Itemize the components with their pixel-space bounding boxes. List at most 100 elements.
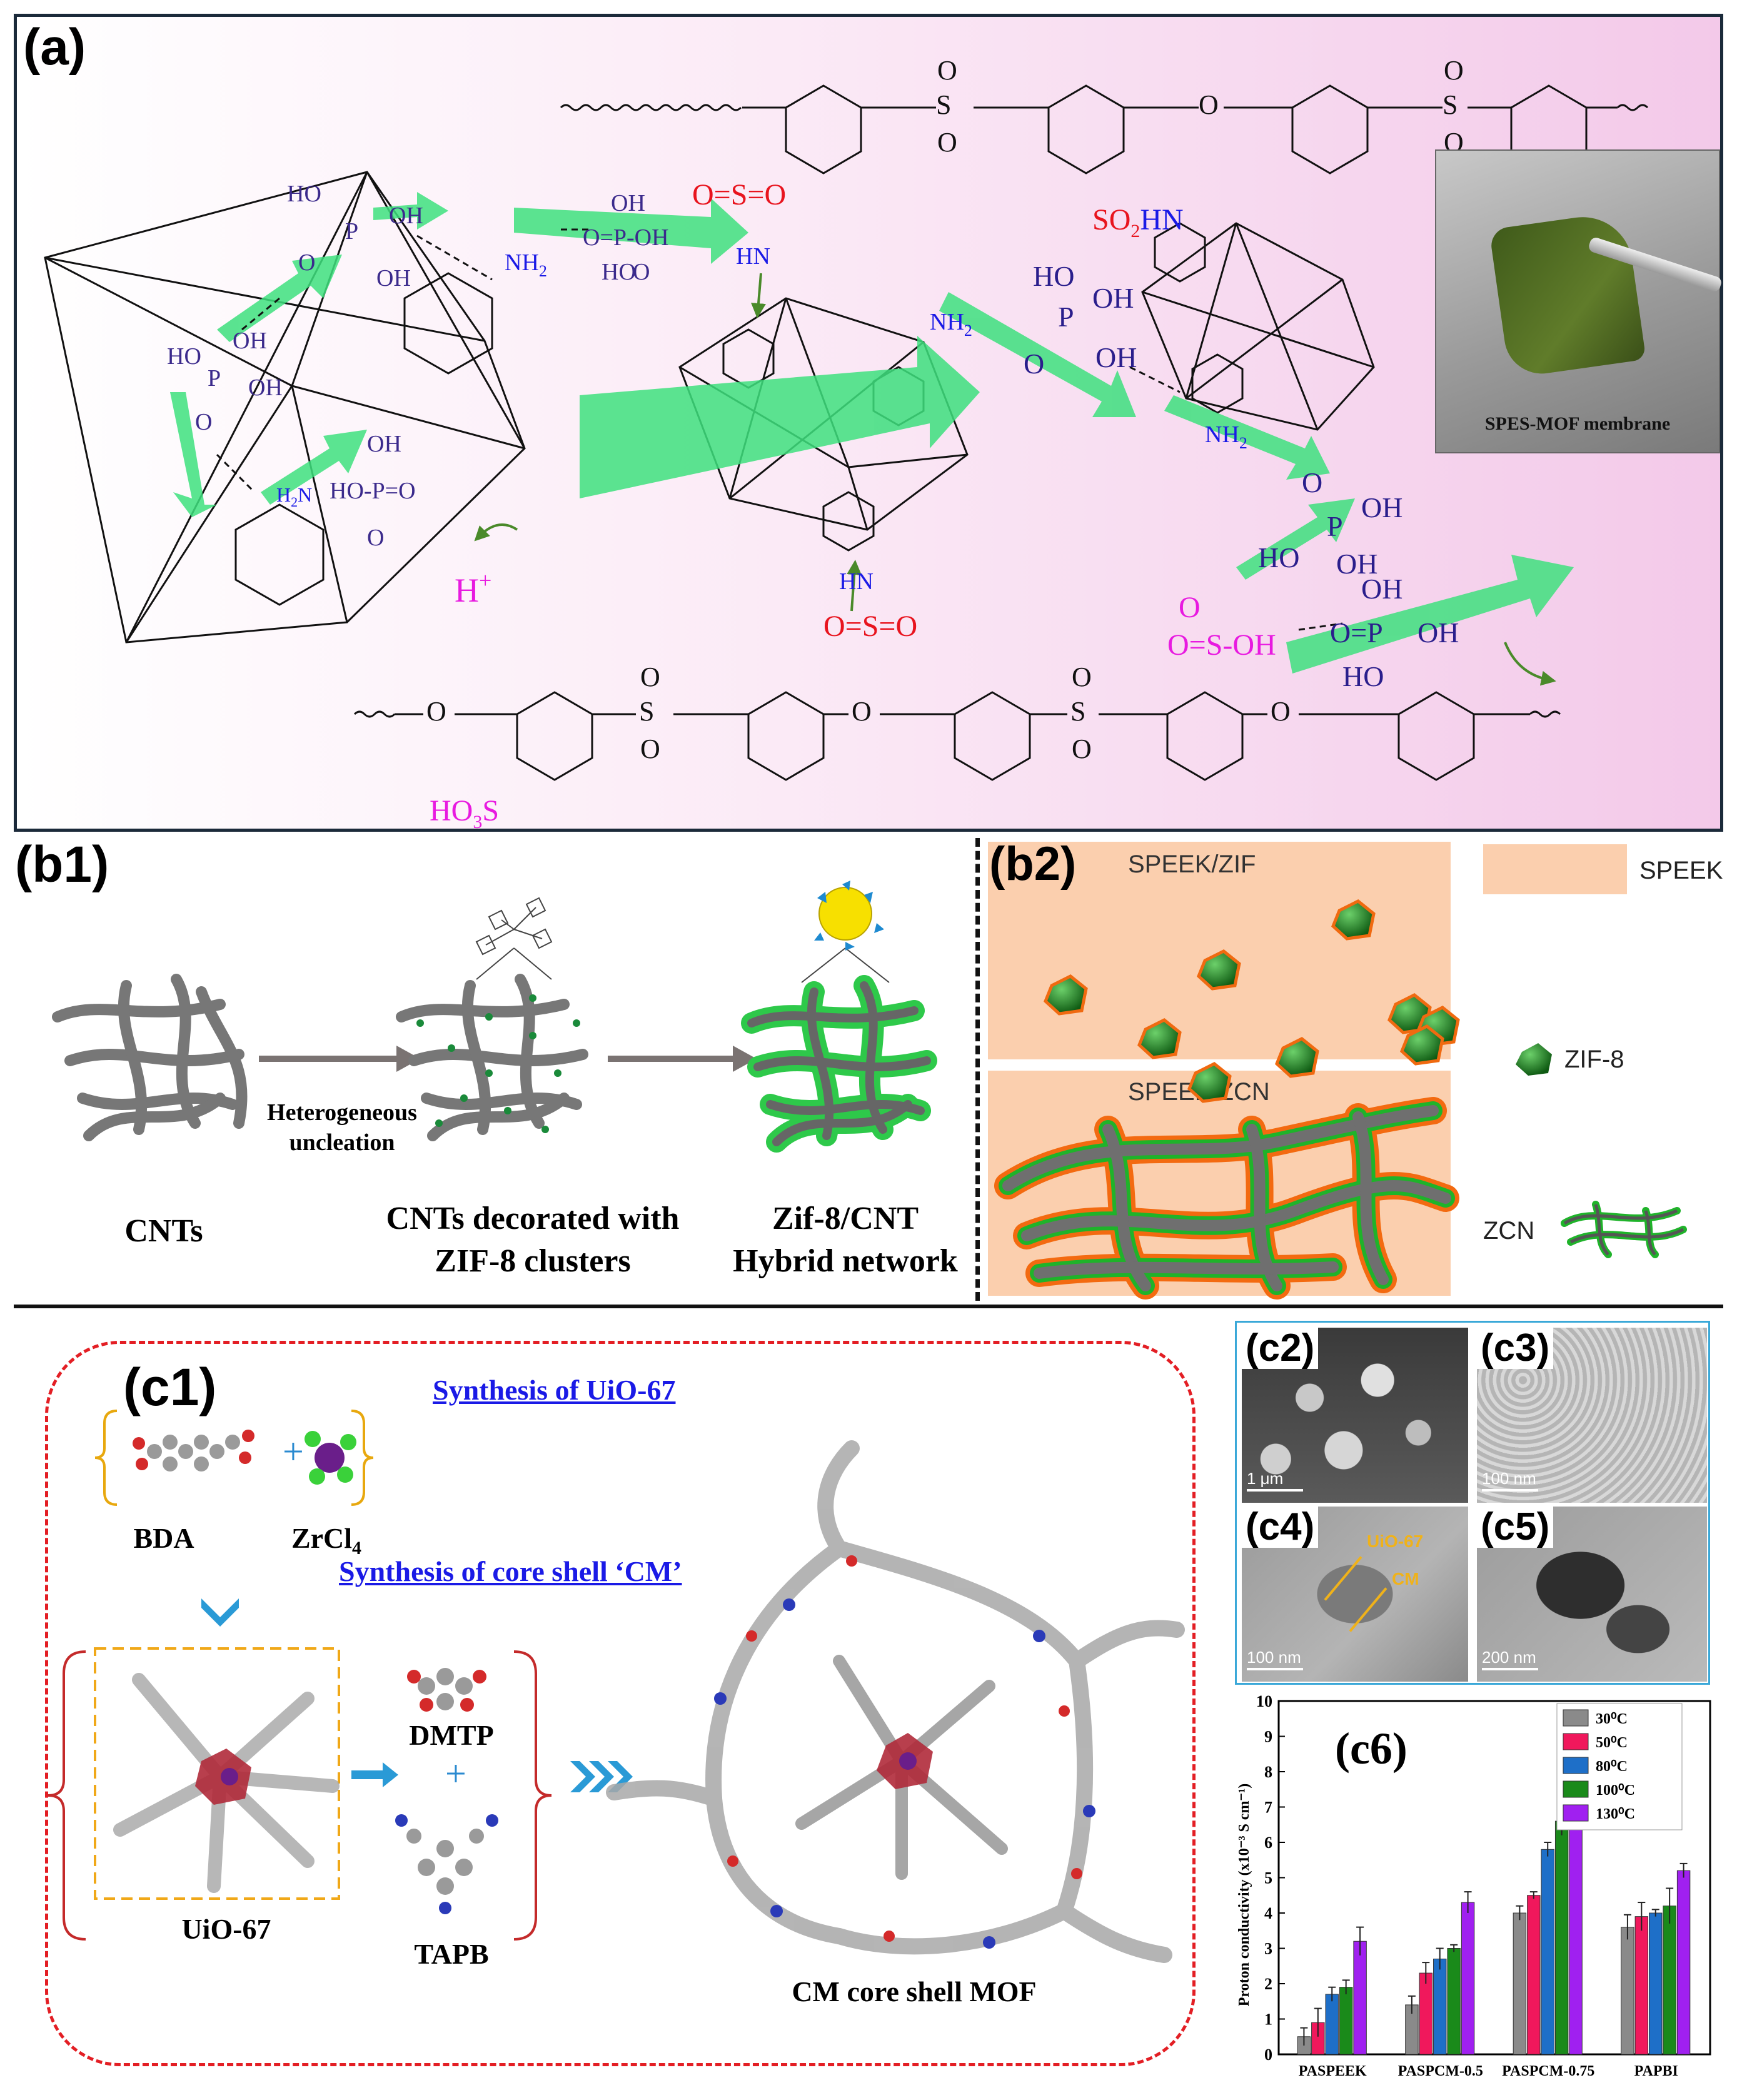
b-divider (975, 838, 980, 1301)
panel-a-scheme: HO P OH O OH HO P OH O OH OH HO-P=O O O H… (44, 55, 1649, 829)
chem-label: O (1302, 467, 1322, 498)
cnt-tangle-decorated (396, 974, 588, 1141)
chem-label: O (640, 734, 660, 764)
micro-label: (c5) (1477, 1507, 1554, 1548)
legend-speek-label: SPEEK (1639, 857, 1723, 884)
chem-label: O (426, 696, 446, 727)
chem-label: OH (1361, 492, 1402, 523)
chem-label: OH (1417, 617, 1459, 649)
micrograph-c2: (c2) 1 μm (1242, 1328, 1468, 1503)
zif8-sphere-icon (818, 887, 872, 941)
chem-label: O (1024, 348, 1044, 380)
zrcl-text: ZrCl (291, 1522, 353, 1554)
legend-speek-swatch (1483, 844, 1627, 894)
bar (1419, 1972, 1433, 2055)
chem-label: P (1327, 510, 1343, 542)
chem-label: HO (602, 259, 636, 285)
y-tick-label: 7 (1264, 1799, 1272, 1817)
bda-molecule (133, 1430, 254, 1472)
x-tick-label: PASPCM-0.75 (1502, 2063, 1594, 2079)
chem-label: NH2 (1205, 422, 1247, 452)
scale-bar (1247, 1489, 1303, 1492)
annotation-uio67: UiO-67 (1367, 1532, 1424, 1551)
plus-sign: + (283, 1431, 304, 1472)
uio67-structure (113, 1673, 340, 1893)
bar (1554, 1820, 1569, 2055)
annotation-line-uio (1324, 1556, 1362, 1601)
chem-label: O (1444, 55, 1464, 86)
chem-label: O (937, 55, 957, 86)
bar (1634, 1916, 1649, 2055)
legend-zif8-label: ZIF-8 (1564, 1046, 1624, 1073)
chem-label: O (1199, 89, 1219, 120)
y-tick-label: 8 (1264, 1763, 1272, 1781)
chem-label: HO-P=O (330, 478, 416, 504)
chem-label: O=S=O (823, 610, 917, 643)
chem-label: S (639, 696, 654, 727)
legend-swatch (1563, 1804, 1589, 1822)
panel-b2: SPEEK/ZIF SPEEK/ZCN (b2) (983, 835, 1723, 1302)
chem-label: HO (287, 181, 321, 207)
chem-label: OH (376, 265, 411, 291)
chem-label: P (208, 365, 221, 391)
caption-hybrid-1: Zif-8/CNT (772, 1201, 919, 1236)
micro-label: (c3) (1477, 1328, 1554, 1369)
b1-arrow-label-1: Heterogeneous (267, 1099, 417, 1126)
membrane-photo-caption: SPES-MOF membrane (1484, 413, 1671, 434)
dmtp-molecule (407, 1668, 486, 1712)
x-tick-label: PAPBI (1634, 2063, 1678, 2079)
c1-dashed-frame (45, 1341, 1196, 2066)
caption-cnts: CNTs (124, 1213, 203, 1249)
chem-label: O=P (1330, 617, 1383, 649)
bar (1325, 1994, 1339, 2055)
label-cm-core-shell: CM core shell MOF (792, 1976, 1037, 2007)
bar (1649, 1912, 1663, 2055)
legend-label: 100⁰C (1596, 1782, 1635, 1799)
chem-label: HO (1033, 260, 1074, 292)
chem-label: O (1271, 696, 1291, 727)
annotation-line-cm (1349, 1587, 1387, 1632)
micrograph-c3: (c3) 100 nm (1477, 1328, 1707, 1503)
chem-label: OH (1361, 573, 1402, 605)
legend-label: 80⁰C (1596, 1759, 1628, 1775)
title-synthesis-cm: Synthesis of core shell ‘CM’ (339, 1555, 682, 1587)
chem-label: OH (611, 190, 645, 216)
label-tapb: TAPB (414, 1938, 489, 1970)
proton-transport-arrows (170, 192, 1574, 674)
membrane-photo: SPES-MOF membrane (1435, 149, 1723, 453)
arrow-right-icon (383, 1762, 398, 1787)
legend-swatch (1563, 1780, 1589, 1798)
bar (1353, 1941, 1367, 2055)
caption-cnts-decorated-1: CNTs decorated with (386, 1201, 680, 1236)
title-synthesis-uio67: Synthesis of UiO-67 (433, 1374, 676, 1406)
panel-label-b1: (b1) (15, 836, 109, 893)
zif8-cluster-dots (416, 994, 580, 1133)
chem-label: NH2 (505, 250, 547, 280)
speek-zif-title: SPEEK/ZIF (1128, 851, 1256, 878)
mof-polyhedron-left (44, 171, 526, 644)
zrcl4-molecule (305, 1431, 356, 1485)
chem-label: S (936, 89, 951, 120)
chem-label: O (298, 250, 315, 276)
chem-label: O (195, 409, 212, 435)
bar (1447, 1948, 1461, 2055)
panel-c1: (c1) Synthesis of UiO-67 Synthesis of co… (14, 1311, 1227, 2089)
legend-zcn-label: ZCN (1483, 1217, 1535, 1244)
chem-label: H2N (276, 483, 312, 510)
micro-scale: 200 nm (1482, 1648, 1536, 1667)
mof-octahedron-right (1141, 222, 1375, 431)
chem-label: O=S=O (692, 178, 786, 211)
chem-label: HN (736, 243, 770, 270)
chem-label: O (852, 696, 872, 727)
micro-label: (c2) (1242, 1328, 1319, 1369)
bar (1676, 1870, 1691, 2055)
bar (1513, 1912, 1527, 2055)
caption-cnts-decorated-2: ZIF-8 clusters (435, 1243, 631, 1279)
legend-label: 130⁰C (1596, 1806, 1635, 1822)
micro-scale: 1 μm (1247, 1469, 1284, 1488)
chem-label: O (1179, 591, 1201, 624)
legend-swatch (1563, 1733, 1589, 1750)
b2-particles (994, 844, 1687, 1300)
chem-label: SO2HN (1092, 203, 1184, 241)
y-tick-label: 3 (1264, 1940, 1272, 1958)
